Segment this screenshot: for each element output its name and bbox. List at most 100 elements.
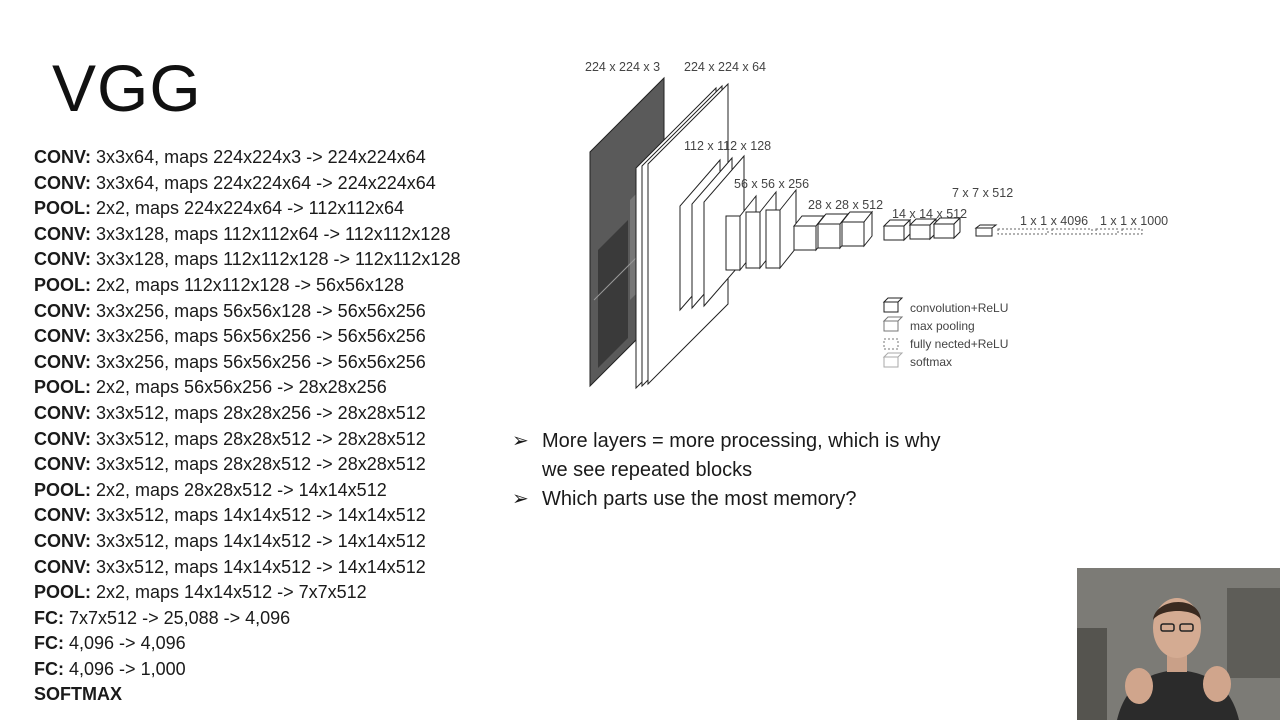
layer-row: POOL: 2x2, maps 112x112x128 -> 56x56x128 bbox=[34, 273, 460, 299]
layer-type: POOL: bbox=[34, 274, 91, 295]
legend-item-fc: fully nected+ReLU bbox=[883, 337, 1008, 351]
layer-desc: 3x3x512, maps 14x14x512 -> 14x14x512 bbox=[96, 556, 426, 577]
layer-row: FC: 4,096 -> 4,096 bbox=[34, 631, 460, 657]
conv4-block bbox=[792, 210, 874, 252]
legend-item-conv: convolution+ReLU bbox=[882, 297, 1008, 315]
legend-item-pool: max pooling bbox=[882, 316, 975, 333]
layer-row: CONV: 3x3x64, maps 224x224x3 -> 224x224x… bbox=[34, 145, 460, 171]
layer-desc: 3x3x512, maps 14x14x512 -> 14x14x512 bbox=[96, 505, 426, 526]
legend-label: convolution+ReLU bbox=[910, 301, 1008, 315]
layer-row: FC: 4,096 -> 1,000 bbox=[34, 657, 460, 683]
layer-type: POOL: bbox=[34, 377, 91, 398]
layer-desc: 2x2, maps 112x112x128 -> 56x56x128 bbox=[96, 274, 405, 295]
layer-desc: 3x3x128, maps 112x112x64 -> 112x112x128 bbox=[96, 223, 451, 244]
legend-item-softmax: softmax bbox=[882, 352, 952, 369]
layer-type: FC: bbox=[34, 658, 64, 679]
layer-desc: 7x7x512 -> 25,088 -> 4,096 bbox=[69, 607, 291, 628]
layer-row: CONV: 3x3x512, maps 28x28x512 -> 28x28x5… bbox=[34, 452, 460, 478]
layer-row: CONV: 3x3x128, maps 112x112x128 -> 112x1… bbox=[34, 247, 460, 273]
layer-row: CONV: 3x3x256, maps 56x56x256 -> 56x56x2… bbox=[34, 324, 460, 350]
slide-title: VGG bbox=[52, 51, 202, 125]
layer-row: FC: 7x7x512 -> 25,088 -> 4,096 bbox=[34, 606, 460, 632]
layer-row: CONV: 3x3x512, maps 14x14x512 -> 14x14x5… bbox=[34, 529, 460, 555]
bullet-item: ➢ More layers = more processing, which i… bbox=[512, 427, 962, 485]
layer-desc: 2x2, maps 14x14x512 -> 7x7x512 bbox=[96, 582, 367, 603]
pool5-block bbox=[974, 224, 998, 237]
label-pool5: 7 x 7 x 512 bbox=[952, 186, 1013, 200]
arrow-bullet-icon: ➢ bbox=[512, 430, 529, 452]
layer-desc: 3x3x256, maps 56x56x256 -> 56x56x256 bbox=[96, 351, 426, 372]
legend: convolution+ReLU max pooling fully necte… bbox=[882, 297, 1008, 369]
layer-desc: 4,096 -> 1,000 bbox=[69, 658, 186, 679]
layer-type: CONV: bbox=[34, 402, 92, 423]
layer-desc: 3x3x512, maps 28x28x256 -> 28x28x512 bbox=[96, 402, 426, 423]
layer-desc: 3x3x256, maps 56x56x128 -> 56x56x256 bbox=[96, 300, 426, 321]
bullet-text: More layers = more processing, which is … bbox=[542, 430, 941, 481]
conv3-block bbox=[725, 188, 797, 272]
layer-row: CONV: 3x3x512, maps 14x14x512 -> 14x14x5… bbox=[34, 503, 460, 529]
layer-row: CONV: 3x3x512, maps 14x14x512 -> 14x14x5… bbox=[34, 555, 460, 581]
layer-type: FC: bbox=[34, 607, 64, 628]
layer-desc: 3x3x64, maps 224x224x64 -> 224x224x64 bbox=[96, 172, 436, 193]
layer-desc: 3x3x512, maps 14x14x512 -> 14x14x512 bbox=[96, 530, 426, 551]
layer-type: CONV: bbox=[34, 300, 92, 321]
label-conv3: 56 x 56 x 256 bbox=[734, 177, 809, 191]
layer-type: CONV: bbox=[34, 454, 92, 475]
layer-type: SOFTMAX bbox=[34, 684, 122, 705]
layer-type: POOL: bbox=[34, 198, 91, 219]
layer-desc: 3x3x128, maps 112x112x128 -> 112x112x128 bbox=[96, 249, 461, 270]
vgg-architecture-diagram: 224 x 224 x 3 224 x 224 x 64 112 x 112 x… bbox=[585, 60, 1168, 390]
layer-desc: 3x3x512, maps 28x28x512 -> 28x28x512 bbox=[96, 428, 426, 449]
layer-type: CONV: bbox=[34, 223, 92, 244]
layer-row: CONV: 3x3x256, maps 56x56x256 -> 56x56x2… bbox=[34, 350, 460, 376]
layer-row: CONV: 3x3x512, maps 28x28x256 -> 28x28x5… bbox=[34, 401, 460, 427]
layer-type: CONV: bbox=[34, 147, 92, 167]
layer-desc: 2x2, maps 56x56x256 -> 28x28x256 bbox=[96, 377, 387, 398]
layer-row: POOL: 2x2, maps 224x224x64 -> 112x112x64 bbox=[34, 196, 460, 222]
layer-desc: 2x2, maps 224x224x64 -> 112x112x64 bbox=[96, 198, 405, 219]
webcam-video bbox=[1077, 568, 1280, 720]
layer-list: CONV: 3x3x64, maps 224x224x3 -> 224x224x… bbox=[34, 145, 460, 708]
layer-row: POOL: 2x2, maps 28x28x512 -> 14x14x512 bbox=[34, 478, 460, 504]
layer-desc: 2x2, maps 28x28x512 -> 14x14x512 bbox=[96, 479, 387, 500]
layer-type: POOL: bbox=[34, 582, 91, 603]
layer-row: POOL: 2x2, maps 14x14x512 -> 7x7x512 bbox=[34, 580, 460, 606]
layer-type: POOL: bbox=[34, 479, 91, 500]
layer-type: CONV: bbox=[34, 249, 92, 270]
bullet-list: ➢ More layers = more processing, which i… bbox=[512, 427, 962, 514]
label-conv5: 14 x 14 x 512 bbox=[892, 207, 967, 221]
layer-row: CONV: 3x3x64, maps 224x224x64 -> 224x224… bbox=[34, 171, 460, 197]
layer-type: CONV: bbox=[34, 326, 92, 347]
layer-type: CONV: bbox=[34, 428, 92, 449]
layer-type: CONV: bbox=[34, 530, 92, 551]
layer-type: CONV: bbox=[34, 172, 92, 193]
arrow-bullet-icon: ➢ bbox=[512, 488, 529, 510]
fc-layers bbox=[997, 228, 1143, 235]
layer-desc: 4,096 -> 4,096 bbox=[69, 633, 186, 654]
label-conv4: 28 x 28 x 512 bbox=[808, 198, 883, 212]
layer-desc: 3x3x256, maps 56x56x256 -> 56x56x256 bbox=[96, 326, 426, 347]
layer-type: FC: bbox=[34, 633, 64, 654]
layer-row: CONV: 3x3x256, maps 56x56x128 -> 56x56x2… bbox=[34, 299, 460, 325]
layer-type: CONV: bbox=[34, 556, 92, 577]
layer-desc: 3x3x64, maps 224x224x3 -> 224x224x64 bbox=[96, 147, 426, 167]
conv5-block bbox=[882, 216, 962, 242]
layer-row: CONV: 3x3x512, maps 28x28x512 -> 28x28x5… bbox=[34, 427, 460, 453]
label-output: 1 x 1 x 1000 bbox=[1100, 214, 1168, 228]
dimension-labels: 224 x 224 x 3 224 x 224 x 64 112 x 112 x… bbox=[585, 60, 1168, 228]
presenter-figure bbox=[1077, 568, 1280, 720]
layer-desc: 3x3x512, maps 28x28x512 -> 28x28x512 bbox=[96, 454, 426, 475]
layer-row: POOL: 2x2, maps 56x56x256 -> 28x28x256 bbox=[34, 375, 460, 401]
layer-type: CONV: bbox=[34, 505, 92, 526]
layer-row: CONV: 3x3x128, maps 112x112x64 -> 112x11… bbox=[34, 222, 460, 248]
bullet-text: Which parts use the most memory? bbox=[542, 488, 857, 510]
legend-label: softmax bbox=[910, 355, 952, 369]
bullet-item: ➢ Which parts use the most memory? bbox=[512, 485, 962, 514]
label-conv1: 224 x 224 x 64 bbox=[684, 60, 766, 74]
legend-label: fully nected+ReLU bbox=[910, 337, 1008, 351]
label-input: 224 x 224 x 3 bbox=[585, 60, 660, 74]
layer-type: CONV: bbox=[34, 351, 92, 372]
label-conv2: 112 x 112 x 128 bbox=[684, 139, 771, 153]
label-fc: 1 x 1 x 4096 bbox=[1020, 214, 1088, 228]
layer-row: SOFTMAX bbox=[34, 682, 460, 708]
